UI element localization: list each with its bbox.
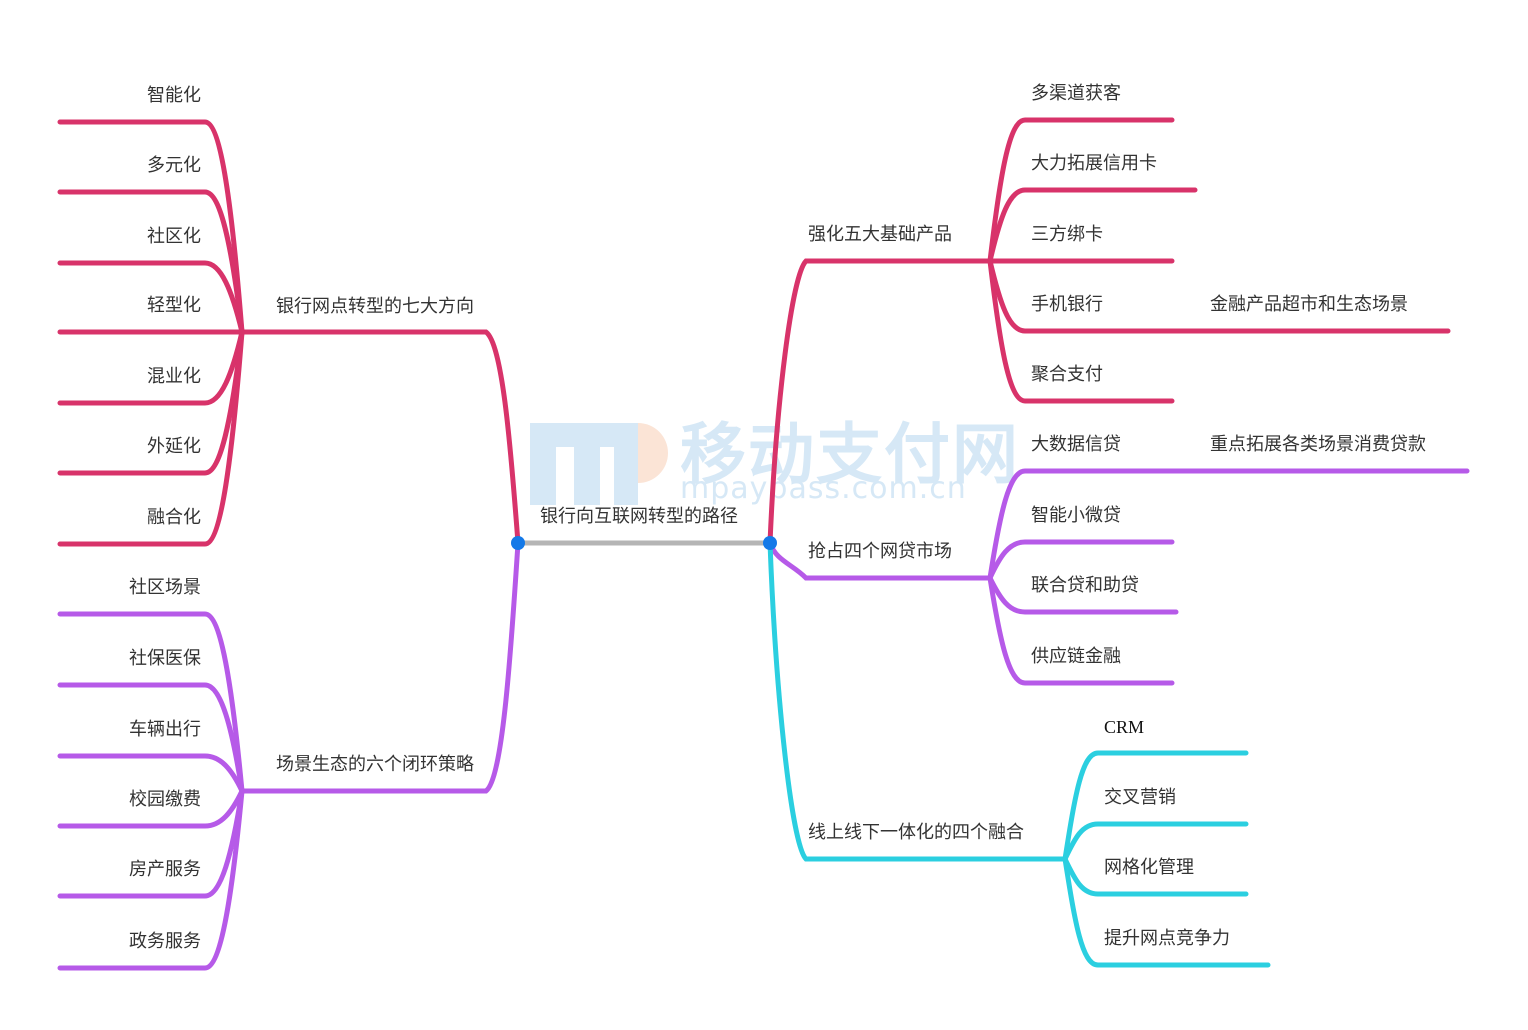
root-node-label[interactable]: 银行向互联网转型的路径 (540, 506, 738, 527)
leaf-label[interactable]: 手机银行 (1031, 294, 1103, 315)
leaf-label[interactable]: 三方绑卡 (1031, 224, 1103, 245)
branch-label-left-top[interactable]: 银行网点转型的七大方向 (276, 296, 474, 317)
leaf-label[interactable]: 社区化 (147, 226, 201, 247)
branch-edge-right-3 (767, 540, 1068, 862)
leaf-label[interactable]: 智能化 (147, 85, 201, 106)
branch-label-left-bottom[interactable]: 场景生态的六个闭环策略 (276, 754, 474, 775)
leaf-edge (57, 260, 245, 335)
leaf-label[interactable]: 联合贷和助贷 (1031, 575, 1139, 596)
leaf-label[interactable]: 融合化 (147, 507, 201, 528)
leaf-edge (57, 189, 245, 335)
leaf-label[interactable]: 车辆出行 (129, 719, 201, 740)
leaf-label[interactable]: 房产服务 (129, 859, 201, 880)
leaf-edge (987, 258, 1175, 404)
leaf-edge (987, 575, 1175, 686)
leaf-edge (57, 753, 245, 794)
leaf-label[interactable]: 校园缴费 (129, 789, 201, 810)
sub-leaf-label[interactable]: 重点拓展各类场景消费贷款 (1210, 434, 1426, 455)
leaf-label[interactable]: 聚合支付 (1031, 364, 1103, 385)
leaf-label[interactable]: 多渠道获客 (1031, 83, 1121, 104)
branch-edge-left-top (239, 329, 521, 546)
leaf-label[interactable]: 交叉营销 (1104, 787, 1176, 808)
branch-label-right-3[interactable]: 线上线下一体化的四个融合 (808, 822, 1024, 843)
leaf-edge (57, 611, 245, 794)
branch-edge-left-bottom (239, 540, 521, 794)
leaf-edge (57, 788, 245, 971)
leaf-label[interactable]: 轻型化 (147, 295, 201, 316)
leaf-edge (57, 682, 245, 794)
leaf-edge (1062, 750, 1249, 862)
leaf-label[interactable]: 社保医保 (129, 648, 201, 669)
leaf-label[interactable]: 大数据信贷 (1031, 434, 1121, 455)
leaf-label[interactable]: 智能小微贷 (1031, 505, 1121, 526)
leaf-label[interactable]: CRM (1104, 717, 1145, 737)
leaf-edge (987, 539, 1175, 581)
leaf-edge (1062, 821, 1249, 862)
leaf-edge (987, 468, 1470, 581)
leaf-label[interactable]: 混业化 (147, 366, 201, 387)
leaf-label[interactable]: 政务服务 (129, 931, 201, 952)
sub-leaf-label[interactable]: 金融产品超市和生态场景 (1210, 294, 1408, 315)
leaf-edge (987, 187, 1198, 264)
leaf-label[interactable]: 多元化 (147, 155, 201, 176)
leaf-label[interactable]: 大力拓展信用卡 (1031, 153, 1157, 174)
leaf-label[interactable]: 网格化管理 (1104, 857, 1194, 878)
leaf-label[interactable]: 供应链金融 (1031, 646, 1121, 667)
root-right-connector-dot[interactable] (763, 536, 777, 550)
leaf-edge (57, 329, 245, 547)
branch-label-right-1[interactable]: 强化五大基础产品 (808, 224, 952, 245)
branch-label-right-2[interactable]: 抢占四个网贷市场 (808, 541, 952, 562)
branch-edge-right-1 (767, 258, 993, 546)
leaf-edge (987, 117, 1175, 264)
leaf-label[interactable]: 提升网点竞争力 (1104, 928, 1230, 949)
leaf-label[interactable]: 外延化 (147, 436, 201, 457)
leaf-label[interactable]: 社区场景 (129, 577, 201, 598)
leaf-edge (1062, 856, 1271, 968)
root-left-connector-dot[interactable] (511, 536, 525, 550)
